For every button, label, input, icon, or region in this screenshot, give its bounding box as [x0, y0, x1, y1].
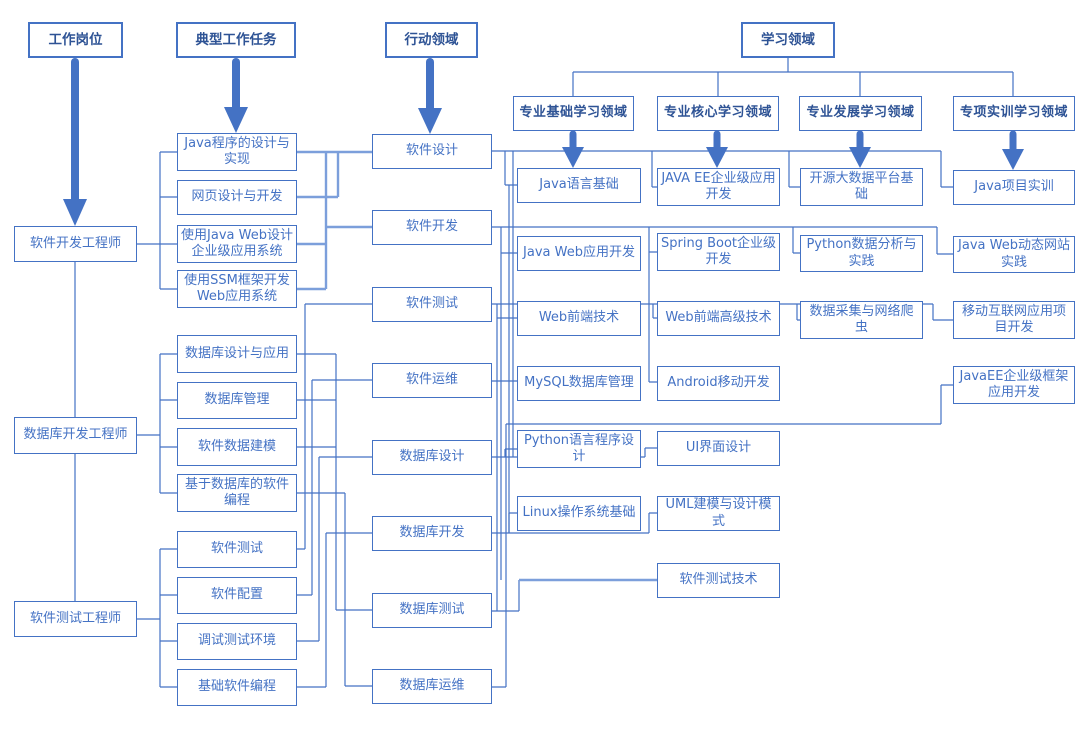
course-uml-modeling: UML建模与设计模式: [657, 496, 780, 531]
bus-verticals: [496, 151, 514, 611]
task-debug-test-env: 调试测试环境: [177, 623, 297, 660]
down-arrow-basic: [562, 130, 584, 168]
course-linux-basics: Linux操作系统基础: [517, 496, 641, 531]
job3-bracket: [137, 548, 177, 688]
course-data-crawling: 数据采集与网络爬虫: [800, 301, 923, 339]
course-python-data-analysis: Python数据分析与实践: [800, 235, 923, 272]
down-arrow-training: [1002, 130, 1024, 170]
job1-bracket: [137, 151, 177, 290]
task-db-management: 数据库管理: [177, 382, 297, 419]
header-action-domain: 行动领域: [385, 22, 478, 58]
course-android-dev: Android移动开发: [657, 366, 780, 401]
course-advanced-frontend: Web前端高级技术: [657, 301, 780, 336]
job-database-dev-engineer: 数据库开发工程师: [14, 417, 137, 454]
course-web-frontend: Web前端技术: [517, 301, 641, 336]
course-bigdata-platform: 开源大数据平台基础: [800, 168, 923, 206]
header-typical-tasks: 典型工作任务: [176, 22, 296, 58]
down-arrow-job: [63, 58, 87, 226]
course-javaweb-dev: Java Web应用开发: [517, 236, 641, 271]
down-arrow-development: [849, 130, 871, 168]
course-javaee-enterprise: JAVA EE企业级应用开发: [657, 168, 780, 206]
course-software-testing-tech: 软件测试技术: [657, 563, 780, 598]
action-software-test: 软件测试: [372, 287, 492, 322]
job2-bracket: [137, 353, 177, 494]
software-task-links: [297, 150, 372, 291]
course-ui-design: UI界面设计: [657, 431, 780, 466]
task-ssm-web-system: 使用SSM框架开发Web应用系统: [177, 270, 297, 308]
down-arrow-task: [224, 58, 248, 133]
course-java-basics: Java语言基础: [517, 168, 641, 203]
task-db-based-programming: 基于数据库的软件编程: [177, 474, 297, 512]
header-learning-domain: 学习领域: [741, 22, 835, 58]
training-mobile-app-project: 移动互联网应用项目开发: [953, 301, 1075, 339]
action-db-dev: 数据库开发: [372, 516, 492, 551]
database-task-links: [297, 353, 372, 687]
course-python-programming: Python语言程序设计: [517, 430, 641, 468]
task-db-design-application: 数据库设计与应用: [177, 335, 297, 373]
task-webpage-design: 网页设计与开发: [177, 180, 297, 215]
training-javaweb-site: Java Web动态网站实践: [953, 236, 1075, 273]
task-javaweb-enterprise-system: 使用Java Web设计企业级应用系统: [177, 225, 297, 263]
course-springboot-enterprise: Spring Boot企业级开发: [657, 233, 780, 271]
course-mysql-management: MySQL数据库管理: [517, 366, 641, 401]
down-arrow-core: [706, 130, 728, 168]
task-software-testing: 软件测试: [177, 531, 297, 568]
action-software-ops: 软件运维: [372, 363, 492, 398]
header-job-position: 工作岗位: [28, 22, 123, 58]
action-db-test: 数据库测试: [372, 593, 492, 628]
bus-row8: [492, 384, 953, 688]
task-software-configuration: 软件配置: [177, 577, 297, 614]
task-software-data-modeling: 软件数据建模: [177, 428, 297, 466]
action-software-dev: 软件开发: [372, 210, 492, 245]
action-db-ops: 数据库运维: [372, 669, 492, 704]
action-software-design: 软件设计: [372, 134, 492, 169]
subheader-basic-learning: 专业基础学习领域: [513, 96, 634, 131]
training-java-project: Java项目实训: [953, 170, 1075, 205]
job-software-dev-engineer: 软件开发工程师: [14, 226, 137, 262]
subheader-practical-training: 专项实训学习领域: [953, 96, 1075, 131]
task-java-program-design: Java程序的设计与实现: [177, 133, 297, 171]
subheader-development-learning: 专业发展学习领域: [799, 96, 922, 131]
action-db-design: 数据库设计: [372, 440, 492, 475]
learning-tree-line: [572, 58, 1014, 96]
testing-task-links: [297, 303, 372, 688]
subheader-core-learning: 专业核心学习领域: [657, 96, 779, 131]
task-basic-software-programming: 基础软件编程: [177, 669, 297, 706]
training-javaee-framework: JavaEE企业级框架应用开发: [953, 366, 1075, 404]
down-arrow-action: [418, 58, 442, 134]
job-software-test-engineer: 软件测试工程师: [14, 601, 137, 637]
